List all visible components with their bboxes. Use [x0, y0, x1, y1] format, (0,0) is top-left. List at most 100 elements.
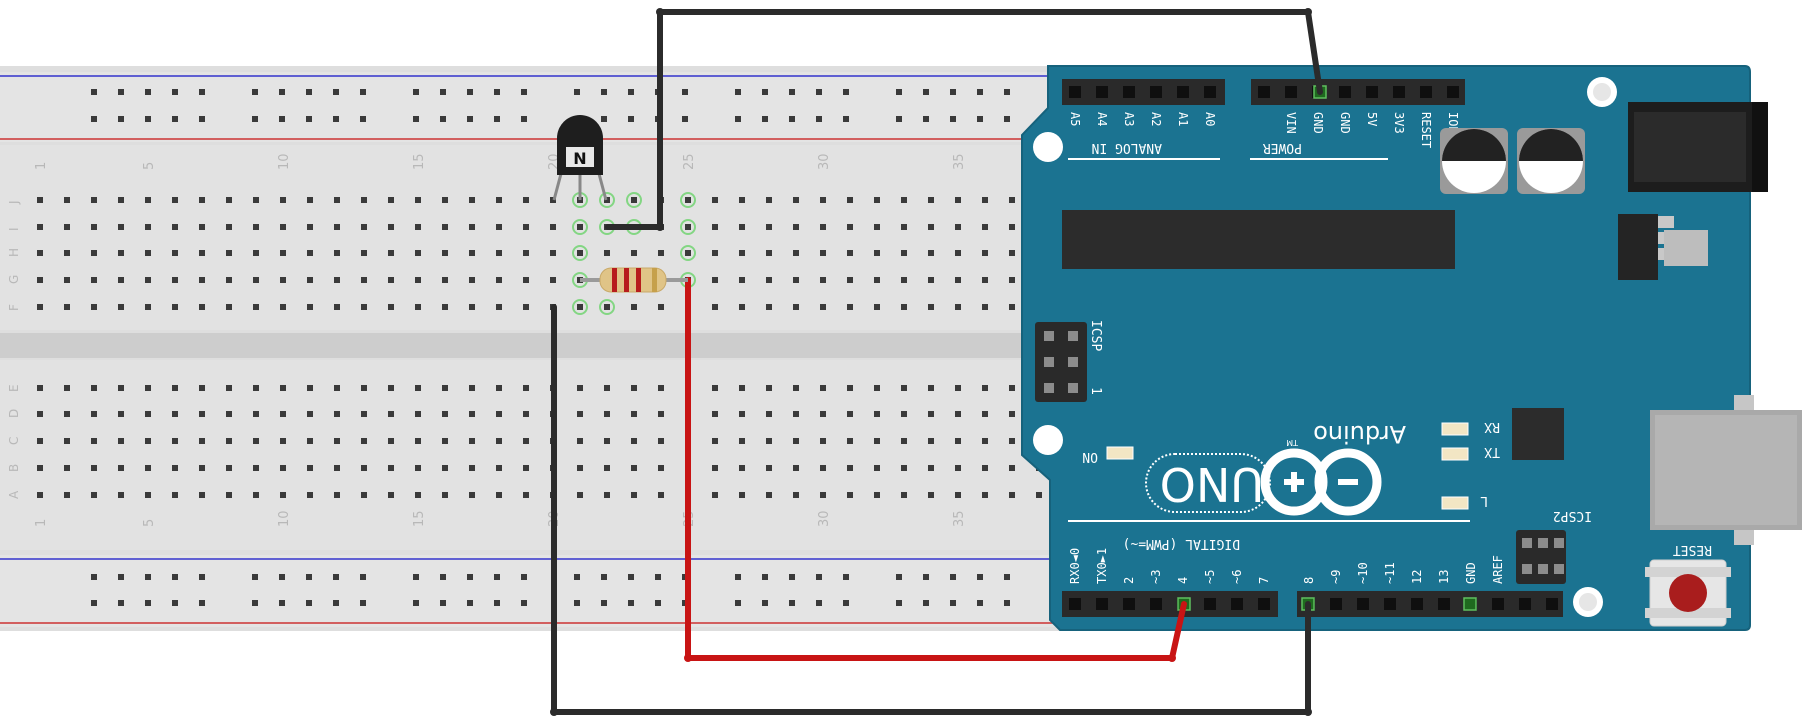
rail-hole	[574, 89, 580, 95]
breadboard-hole	[685, 250, 691, 256]
breadboard-hole	[388, 304, 394, 310]
breadboard-hole	[172, 304, 178, 310]
breadboard-hole	[577, 224, 583, 230]
wire-pin4-to-resistor[interactable]	[685, 277, 1187, 661]
row-letter: J	[7, 200, 21, 205]
pin-socket	[1150, 598, 1162, 610]
breadboard-hole	[820, 411, 826, 417]
rail-hole	[762, 89, 768, 95]
breadboard-hole	[361, 438, 367, 444]
icsp-label: ICSP	[1088, 320, 1103, 351]
breadboard-hole	[199, 277, 205, 283]
breadboard-hole	[712, 304, 718, 310]
rail-hole	[923, 89, 929, 95]
breadboard-hole	[928, 304, 934, 310]
rail-hole	[172, 89, 178, 95]
breadboard-hole	[631, 411, 637, 417]
breadboard-hole	[118, 197, 124, 203]
breadboard-hole	[496, 385, 502, 391]
breadboard-hole	[361, 224, 367, 230]
breadboard-hole	[37, 224, 43, 230]
breadboard-hole	[901, 438, 907, 444]
rail-hole	[762, 116, 768, 122]
breadboard-hole	[739, 224, 745, 230]
breadboard-hole	[847, 465, 853, 471]
usb-port	[1650, 395, 1802, 545]
breadboard-hole	[496, 224, 502, 230]
breadboard-hole	[37, 385, 43, 391]
column-number: 25	[682, 153, 697, 170]
rail-hole	[279, 89, 285, 95]
rail-hole	[923, 116, 929, 122]
breadboard-hole	[928, 197, 934, 203]
breadboard-hole	[361, 197, 367, 203]
pin-socket	[1393, 86, 1405, 98]
breadboard-hole	[91, 438, 97, 444]
breadboard-hole	[712, 385, 718, 391]
breadboard-hole	[361, 304, 367, 310]
transistor-marking-box	[566, 147, 594, 167]
breadboard-hole	[361, 411, 367, 417]
breadboard-hole	[631, 492, 637, 498]
rail-hole	[413, 89, 419, 95]
pin-label: VIN	[1284, 112, 1298, 134]
breadboard-hole	[280, 385, 286, 391]
breadboard-hole	[739, 385, 745, 391]
row-letter: G	[7, 275, 21, 284]
breadboard-hole	[712, 492, 718, 498]
reset-button[interactable]	[1645, 559, 1731, 627]
breadboard-hole	[415, 438, 421, 444]
breadboard-hole	[334, 438, 340, 444]
breadboard-hole	[226, 492, 232, 498]
breadboard-hole	[118, 304, 124, 310]
breadboard-hole	[280, 438, 286, 444]
breadboard-hole	[874, 277, 880, 283]
breadboard-hole	[145, 277, 151, 283]
breadboard-hole	[118, 465, 124, 471]
pin-label: 7	[1257, 577, 1271, 584]
breadboard-hole	[253, 411, 259, 417]
breadboard-hole	[199, 304, 205, 310]
bottom-terminal-strip	[0, 360, 1060, 550]
row-letter: E	[7, 384, 21, 392]
breadboard-hole	[172, 385, 178, 391]
breadboard-hole	[469, 465, 475, 471]
breadboard-hole	[550, 197, 556, 203]
breadboard-hole	[37, 411, 43, 417]
rail-hole	[440, 600, 446, 606]
breadboard-hole	[253, 492, 259, 498]
breadboard-hole	[901, 224, 907, 230]
breadboard-hole	[604, 492, 610, 498]
pin-label: TX0►1	[1095, 548, 1109, 584]
breadboard-hole	[523, 385, 529, 391]
breadboard-hole	[820, 304, 826, 310]
breadboard-hole	[64, 411, 70, 417]
breadboard-hole	[388, 385, 394, 391]
pin-label: A4	[1095, 112, 1109, 126]
breadboard-hole	[172, 492, 178, 498]
breadboard-hole	[712, 411, 718, 417]
breadboard-hole	[1009, 224, 1015, 230]
breadboard-hole	[982, 465, 988, 471]
pin-label: GND	[1311, 112, 1325, 134]
wire-pin8-to-breadboard[interactable]	[551, 304, 1311, 715]
pin-label: A0	[1203, 112, 1217, 126]
rail-hole	[252, 89, 258, 95]
rail-hole	[1004, 89, 1010, 95]
capacitor-right	[1517, 128, 1585, 194]
rail-hole	[172, 600, 178, 606]
breadboard-hole	[64, 250, 70, 256]
breadboard-hole	[955, 385, 961, 391]
rail-hole	[977, 116, 983, 122]
analog-in-label: ANALOG IN	[1092, 140, 1162, 155]
breadboard-hole	[685, 224, 691, 230]
column-number: 30	[817, 510, 832, 527]
pin-label: ~6	[1230, 570, 1244, 584]
resistor	[580, 267, 688, 293]
breadboard-hole	[334, 197, 340, 203]
row-letter: A	[7, 490, 21, 499]
breadboard-hole	[64, 197, 70, 203]
pin-label: A2	[1149, 112, 1163, 126]
rail-hole	[896, 116, 902, 122]
breadboard-hole	[658, 438, 664, 444]
